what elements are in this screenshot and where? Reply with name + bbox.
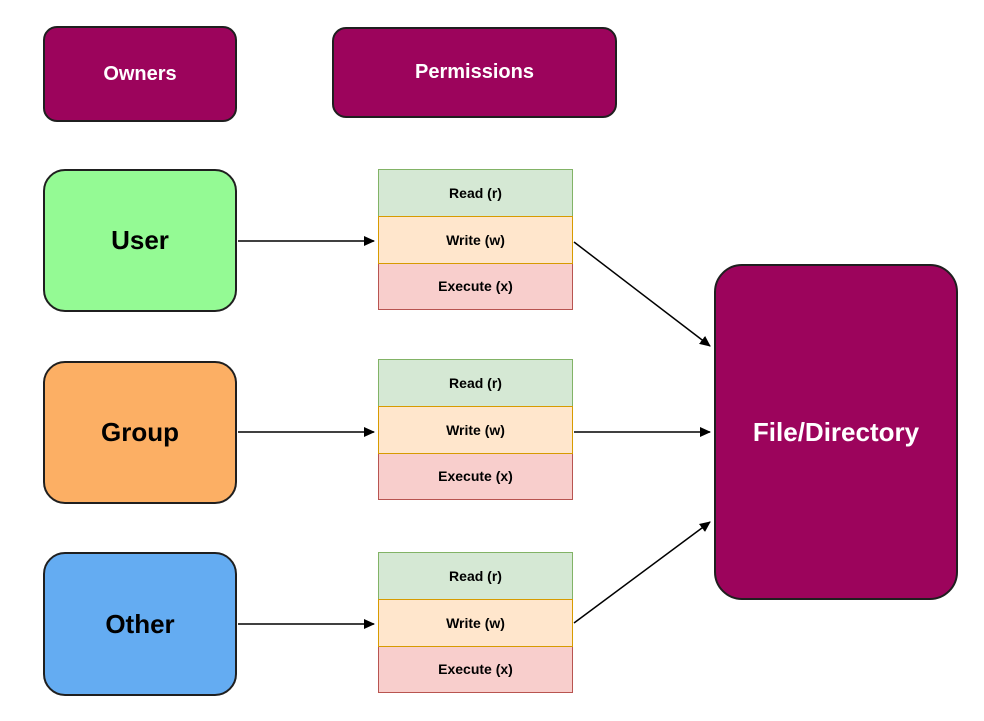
permission-row-write: Write (w) xyxy=(378,215,573,264)
permission-row-write: Write (w) xyxy=(378,405,573,454)
arrow-other-permissions-to-file xyxy=(573,521,711,624)
owner-node-user: User xyxy=(43,169,237,312)
permissions-header-node: Permissions xyxy=(332,27,617,118)
file-directory-node: File/Directory xyxy=(714,264,958,600)
permission-row-write: Write (w) xyxy=(378,598,573,647)
permission-row-execute: Execute (x) xyxy=(378,645,573,693)
arrow-user-permissions-to-file xyxy=(573,241,711,347)
owner-node-other: Other xyxy=(43,552,237,696)
owners-header-node: Owners xyxy=(43,26,237,122)
permission-stack-other: Read (r) Write (w) Execute (x) xyxy=(378,552,573,693)
permission-row-read: Read (r) xyxy=(378,169,573,217)
permission-row-execute: Execute (x) xyxy=(378,452,573,500)
permission-stack-group: Read (r) Write (w) Execute (x) xyxy=(378,359,573,500)
permission-row-execute: Execute (x) xyxy=(378,262,573,310)
owner-node-group: Group xyxy=(43,361,237,504)
permission-row-read: Read (r) xyxy=(378,359,573,407)
permission-stack-user: Read (r) Write (w) Execute (x) xyxy=(378,169,573,310)
permission-row-read: Read (r) xyxy=(378,552,573,600)
